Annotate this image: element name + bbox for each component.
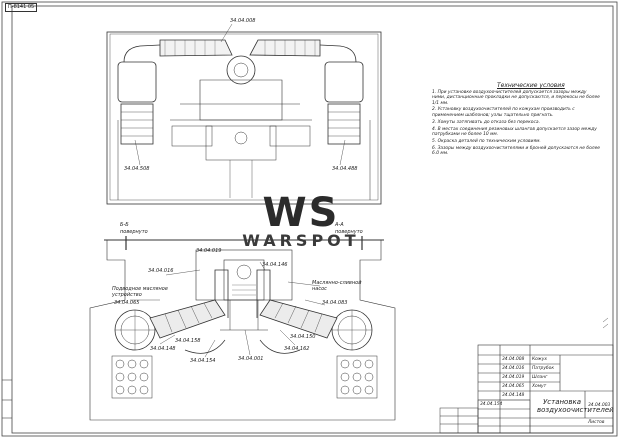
outer-frame xyxy=(1,1,618,437)
section-label-right: А-А xyxy=(335,222,344,228)
tb-code: 34.04.008 xyxy=(502,357,525,362)
tb-part: Шланг xyxy=(532,375,548,380)
tb-code: 34.04.019 xyxy=(502,375,525,380)
leader-label: 34.04.083 xyxy=(322,300,348,306)
leader-label: 34.04.508 xyxy=(124,166,150,172)
technical-notes: 1. При установке воздухоочистителей допу… xyxy=(432,90,600,158)
tb-code: 34.04.154 xyxy=(480,402,503,407)
leader-label: Подводное масляное устройство xyxy=(112,286,168,298)
note-item: 3. Хомуты затягивать до отказа без перек… xyxy=(432,119,540,125)
edge-mark xyxy=(602,317,609,329)
leader-label: 34.04.001 xyxy=(238,356,264,362)
note-item: 5. Окраска деталей по техническим услови… xyxy=(432,138,541,144)
leader-label: 34.04.158 xyxy=(175,338,201,344)
watermark: WS WARSPOT xyxy=(216,193,386,249)
title-block-frame xyxy=(477,344,614,434)
tb-code: 34.04.016 xyxy=(502,366,525,371)
leader-label: 34.04.065 xyxy=(114,300,140,306)
watermark-logo: WS xyxy=(262,190,340,236)
leader-label: 34.04.162 xyxy=(284,346,310,352)
tb-part: Хомут xyxy=(532,384,547,389)
drawing-title: Установка воздухоочистителей xyxy=(537,398,614,414)
tb-part: Кожух xyxy=(532,357,547,362)
section-caption-left: повернуто xyxy=(120,229,148,235)
leader-label: 34.04.148 xyxy=(150,346,176,352)
section-caption-right: повернуто xyxy=(335,229,363,235)
drawing-designation: 34.04.003 xyxy=(588,403,611,408)
top-view xyxy=(106,23,382,205)
notes-title: Технические условия xyxy=(497,82,565,89)
tb-part: Патрубок xyxy=(532,366,554,371)
note-item: 4. В местах соединения резиновых шлангов… xyxy=(432,126,597,137)
leader-label: 34.04.146 xyxy=(262,262,288,268)
leader-label: 34.04.019 xyxy=(196,248,222,254)
revision-table xyxy=(439,407,479,434)
sheet-number-stamp: П-8141 05 xyxy=(5,3,38,12)
leader-label: 34.04.488 xyxy=(332,166,358,172)
leader-label: 34.04.154 xyxy=(190,358,216,364)
note-item: 1. При установке воздухоочистителей допу… xyxy=(432,90,600,106)
section-label-left: Б-Б xyxy=(120,222,129,228)
note-item: 2. Установку воздухоочистителей по кожух… xyxy=(432,107,575,118)
inner-frame xyxy=(11,5,614,434)
leader-label: 34.04.016 xyxy=(148,268,174,274)
watermark-name: WARSPOT xyxy=(242,231,360,250)
tb-code: 34.04.148 xyxy=(502,393,525,398)
note-item: 6. Зазоры между воздухоочистителями и бр… xyxy=(432,145,600,156)
bottom-view xyxy=(89,236,396,421)
sheets-label: Листов xyxy=(588,420,605,425)
leader-label: 34.04.008 xyxy=(230,18,256,24)
leader-label: 34.04.150 xyxy=(290,334,316,340)
leader-label: Маслянно-сливной насос xyxy=(312,280,362,292)
tb-code: 34.04.065 xyxy=(502,384,525,389)
